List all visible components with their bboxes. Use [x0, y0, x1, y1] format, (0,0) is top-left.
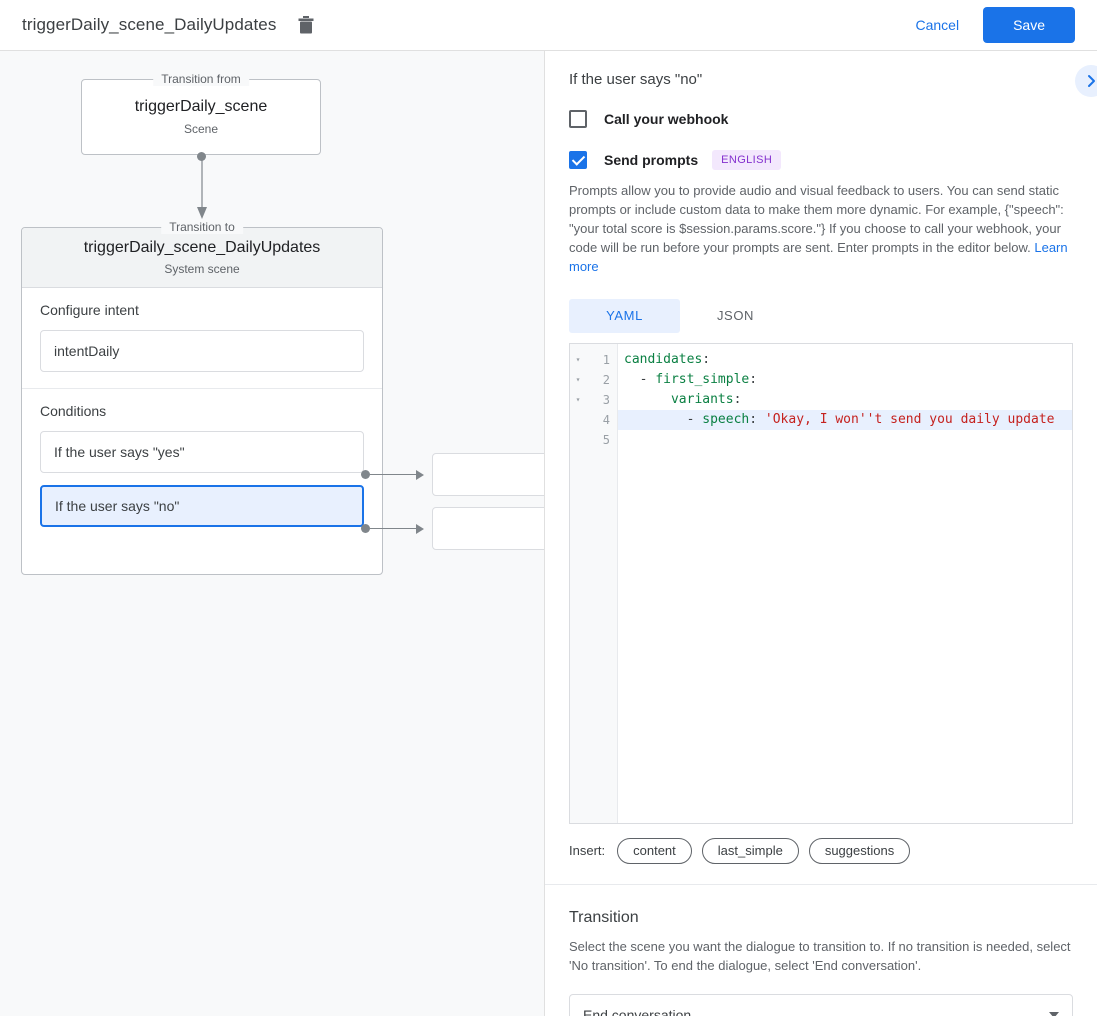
- code-token: [624, 392, 671, 407]
- editor-gutter-row: 4: [570, 410, 617, 430]
- editor-gutter-row: 5: [570, 430, 617, 450]
- condition-item-yes[interactable]: If the user says "yes": [40, 431, 364, 473]
- transition-to-node[interactable]: Transition to triggerDaily_scene_DailyUp…: [21, 220, 383, 575]
- prompts-help-body: Prompts allow you to provide audio and v…: [569, 183, 1064, 256]
- target-node-yes[interactable]: [432, 453, 553, 496]
- editor-code-line[interactable]: - first_simple:: [618, 370, 1072, 390]
- language-badge: ENGLISH: [712, 150, 782, 170]
- save-button[interactable]: Save: [983, 7, 1075, 43]
- code-token: -: [624, 371, 656, 387]
- insert-chip-content[interactable]: content: [617, 837, 692, 864]
- editor-line-number: 4: [602, 412, 610, 427]
- intent-field[interactable]: intentDaily: [40, 330, 364, 372]
- learn-more-link[interactable]: Learn more: [569, 240, 1068, 275]
- panel-header: If the user says "no": [545, 51, 1097, 97]
- webhook-label: Call your webhook: [604, 111, 729, 127]
- expand-panel-button[interactable]: [1075, 65, 1097, 97]
- transition-title: Transition: [569, 908, 639, 926]
- editor-code-line[interactable]: variants:: [618, 390, 1072, 410]
- editor-line-number: 2: [602, 372, 610, 387]
- fold-toggle-icon[interactable]: ▾: [575, 375, 581, 385]
- transition-description: Select the scene you want the dialogue t…: [569, 938, 1071, 974]
- editor-format-tabs: YAML JSON: [569, 298, 1073, 333]
- configure-intent-section: Configure intent intentDaily: [22, 288, 382, 388]
- transition-select[interactable]: End conversation: [569, 993, 1073, 1016]
- code-token: 'Okay, I won''t send you daily update: [764, 411, 1055, 427]
- code-token: -: [624, 411, 703, 427]
- fold-toggle-icon[interactable]: ▾: [575, 355, 581, 365]
- connector-line-no: [370, 528, 418, 529]
- transition-to-subtitle: System scene: [164, 262, 240, 276]
- editor-line-number: 1: [602, 352, 610, 367]
- chevron-right-icon: [1088, 75, 1095, 87]
- page-title: triggerDaily_scene_DailyUpdates: [22, 15, 277, 34]
- send-prompts-label: Send prompts: [604, 152, 699, 168]
- transition-from-title: triggerDaily_scene: [134, 98, 268, 115]
- caret-down-icon: [1049, 1011, 1059, 1016]
- tab-yaml[interactable]: YAML: [569, 298, 680, 333]
- editor-code-line[interactable]: - speech: 'Okay, I won''t send you daily…: [618, 409, 1072, 430]
- conditions-section: Conditions If the user says "yes" If the…: [22, 388, 382, 543]
- connector-dot-no: [361, 524, 370, 533]
- insert-chip-suggestions[interactable]: suggestions: [808, 837, 911, 864]
- transition-section: Transition Select the scene you want the…: [545, 885, 1097, 1016]
- editor-gutter-row: ▾2: [570, 370, 617, 390]
- webhook-checkbox-row[interactable]: Call your webhook: [569, 110, 1073, 128]
- transition-select-value: End conversation: [583, 1006, 692, 1016]
- insert-row: Insert: content last_simple suggestions: [569, 837, 1073, 864]
- code-token: candidates: [624, 351, 703, 367]
- insert-label: Insert:: [569, 843, 606, 859]
- fold-toggle-icon[interactable]: ▾: [575, 395, 581, 405]
- delete-button[interactable]: [294, 13, 318, 37]
- panel-body: Call your webhook Send prompts ENGLISH P…: [545, 110, 1097, 864]
- editor-gutter-row: ▾3: [570, 390, 617, 410]
- transition-to-title: triggerDaily_scene_DailyUpdates: [83, 239, 321, 256]
- connector-arrow-no: [416, 524, 424, 534]
- transition-from-legend: Transition from: [153, 72, 249, 86]
- prompts-checkbox-row[interactable]: Send prompts ENGLISH: [569, 150, 1073, 170]
- conditions-label: Conditions: [40, 403, 107, 419]
- configure-intent-label: Configure intent: [40, 302, 139, 318]
- connector-line-yes: [370, 474, 418, 475]
- details-panel: If the user says "no" Call your webhook …: [544, 51, 1097, 1016]
- condition-item-no[interactable]: If the user says "no": [40, 485, 364, 527]
- transition-from-node[interactable]: Transition from triggerDaily_scene Scene: [81, 72, 321, 155]
- transition-to-header: triggerDaily_scene_DailyUpdates System s…: [22, 228, 382, 288]
- editor-line-number: 5: [602, 432, 610, 447]
- code-token: :: [733, 391, 742, 407]
- code-token: speech: [702, 411, 750, 427]
- connector-dot-yes: [361, 470, 370, 479]
- panel-title: If the user says "no": [569, 71, 703, 88]
- code-token: first_simple: [655, 371, 750, 387]
- connector-arrow-yes: [416, 470, 424, 480]
- trash-icon: [298, 16, 314, 34]
- panel-divider: [545, 883, 1097, 885]
- webhook-checkbox[interactable]: [569, 110, 587, 128]
- transition-from-subtitle: Scene: [183, 122, 219, 136]
- code-token: :: [749, 411, 765, 427]
- prompts-help-text: Prompts allow you to provide audio and v…: [569, 181, 1073, 277]
- insert-chip-last-simple[interactable]: last_simple: [701, 837, 799, 864]
- target-node-no[interactable]: [432, 507, 553, 550]
- transition-to-legend: Transition to: [161, 220, 243, 234]
- code-token: :: [702, 351, 711, 367]
- editor-code-area[interactable]: candidates: - first_simple: variants: - …: [618, 344, 1072, 823]
- editor-gutter-row: ▾1: [570, 350, 617, 370]
- editor-line-number: 3: [602, 392, 610, 407]
- code-token: :: [749, 371, 758, 387]
- tab-json[interactable]: JSON: [716, 308, 755, 324]
- cancel-button[interactable]: Cancel: [901, 8, 973, 42]
- connector-arrow-down: [197, 156, 207, 219]
- editor-code-line[interactable]: candidates:: [618, 350, 1072, 370]
- code-token: variants: [670, 391, 734, 407]
- top-bar: triggerDaily_scene_DailyUpdates Cancel S…: [0, 0, 1097, 51]
- editor-code-line[interactable]: [618, 430, 1072, 450]
- send-prompts-checkbox[interactable]: [569, 151, 587, 169]
